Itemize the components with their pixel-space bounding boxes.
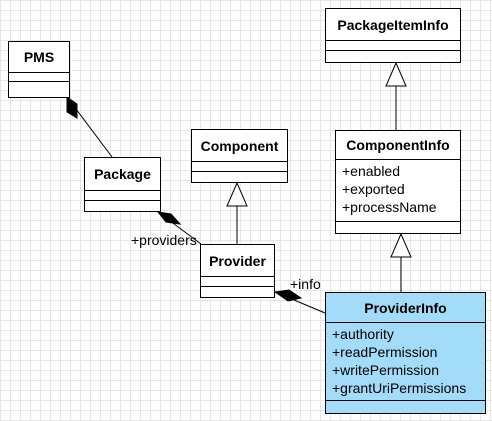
pms-composition-diamond bbox=[66, 96, 78, 119]
attribute: +authority bbox=[332, 326, 394, 342]
class-name: Package bbox=[85, 158, 160, 191]
attribute: +processName bbox=[342, 199, 437, 215]
class-attributes bbox=[201, 277, 274, 287]
class-name: PMS bbox=[9, 42, 69, 73]
attribute: +enabled bbox=[342, 163, 401, 179]
class-package[interactable]: Package bbox=[84, 157, 161, 212]
class-name: Provider bbox=[201, 245, 274, 277]
class-attributes bbox=[85, 191, 160, 201]
attribute: +readPermission bbox=[332, 344, 438, 360]
info-composition-diamond bbox=[273, 289, 303, 302]
class-pms[interactable]: PMS bbox=[8, 41, 70, 98]
class-component-info[interactable]: ComponentInfo +enabled +exported +proces… bbox=[335, 130, 461, 234]
class-attributes bbox=[9, 73, 69, 82]
class-operations bbox=[326, 401, 485, 413]
info-role-label: +info bbox=[290, 276, 321, 292]
class-name: PackageItemInfo bbox=[326, 9, 460, 41]
providers-role-label: +providers bbox=[131, 232, 197, 248]
class-operations bbox=[326, 51, 460, 62]
package-composition-diamond bbox=[156, 211, 182, 225]
class-provider[interactable]: Provider bbox=[200, 244, 275, 298]
class-operations bbox=[9, 82, 69, 97]
class-name: Component bbox=[192, 130, 287, 162]
componentinfo-inheritance-arrow bbox=[390, 232, 412, 258]
class-operations bbox=[201, 287, 274, 297]
component-inheritance-arrow bbox=[226, 181, 248, 207]
class-operations bbox=[85, 201, 160, 211]
class-name: ProviderInfo bbox=[326, 293, 485, 323]
class-component[interactable]: Component bbox=[191, 129, 288, 183]
class-attributes: +authority +readPermission +writePermiss… bbox=[326, 323, 485, 401]
class-attributes bbox=[326, 41, 460, 51]
class-operations bbox=[336, 222, 460, 233]
class-attributes: +enabled +exported +processName bbox=[336, 160, 460, 222]
class-operations bbox=[192, 172, 287, 182]
attribute: +writePermission bbox=[332, 362, 439, 378]
class-name: ComponentInfo bbox=[336, 131, 460, 160]
class-attributes bbox=[192, 162, 287, 172]
attribute: +grantUriPermissions bbox=[332, 380, 467, 396]
packageiteminfo-inheritance-arrow bbox=[385, 61, 407, 87]
class-provider-info[interactable]: ProviderInfo +authority +readPermission … bbox=[325, 292, 486, 414]
class-package-item-info[interactable]: PackageItemInfo bbox=[325, 8, 461, 63]
attribute: +exported bbox=[342, 181, 405, 197]
